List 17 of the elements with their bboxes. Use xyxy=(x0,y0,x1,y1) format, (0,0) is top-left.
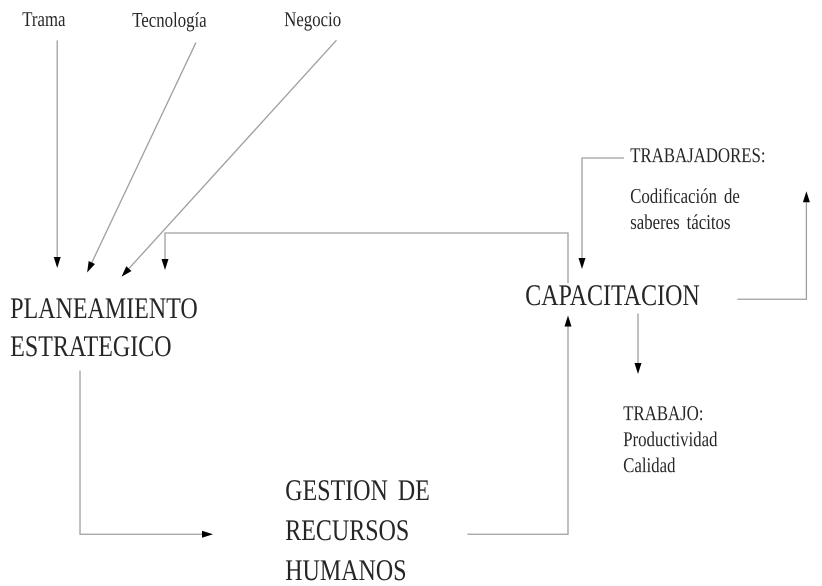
text-label: PLANEAMIENTO ESTRATEGICO xyxy=(10,298,197,356)
arrow xyxy=(737,191,810,300)
arrow xyxy=(79,370,213,538)
text-label: TRABAJADORES: Codificación de saberes tácitos xyxy=(630,148,764,230)
text-label: GESTION DE RECURSOS HUMANOS xyxy=(286,480,429,580)
arrow xyxy=(578,157,624,269)
arrow xyxy=(467,316,572,535)
arrow xyxy=(634,314,642,374)
text-label: Trama xyxy=(22,12,66,26)
arrow xyxy=(87,42,197,272)
arrow xyxy=(162,232,569,283)
text-label: TRABAJO: Productividad Calidad xyxy=(624,406,718,472)
text-label: Tecnología xyxy=(132,12,206,32)
text-label: CAPACITACION xyxy=(526,285,700,306)
arrow xyxy=(54,40,61,268)
text-label: Negocio xyxy=(284,12,340,31)
arrow xyxy=(122,40,337,277)
